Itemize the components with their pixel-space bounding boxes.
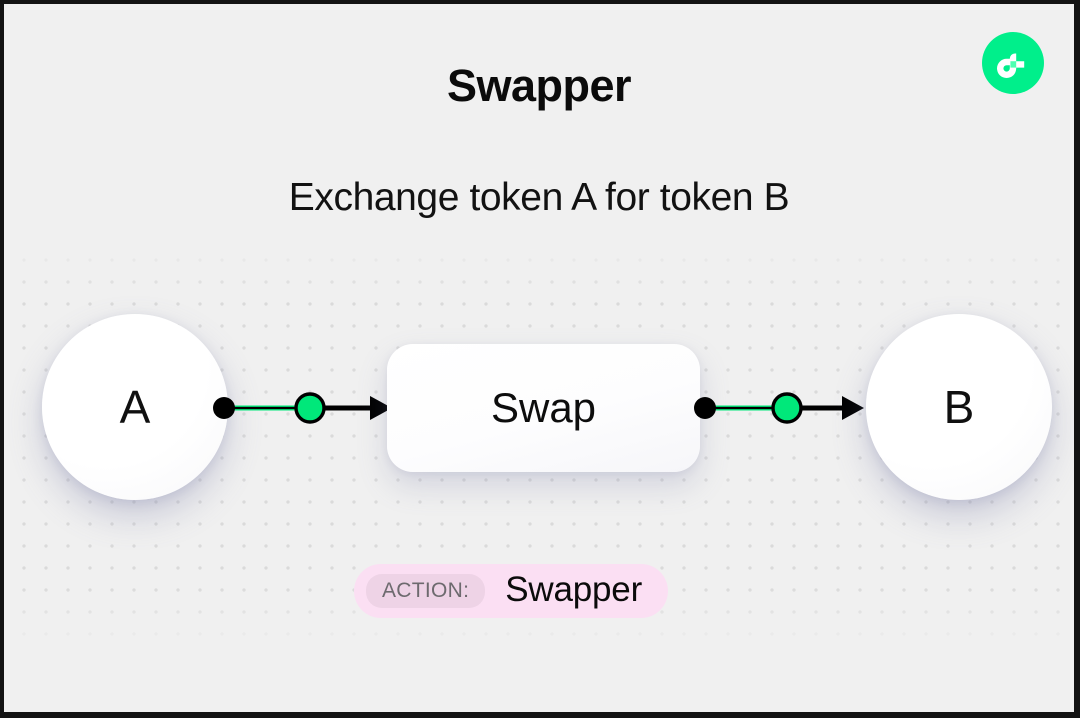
- edge-token-a-to-swap[interactable]: [210, 388, 392, 428]
- node-token-a-label: A: [119, 381, 151, 433]
- page-subtitle: Exchange token A for token B: [288, 176, 790, 219]
- action-value: Swapper: [505, 569, 643, 609]
- status-badge: ACTION: Swapper: [354, 564, 669, 618]
- node-swap[interactable]: Swap: [387, 344, 700, 472]
- flow-logo-icon: [982, 32, 1044, 94]
- node-swap-label: Swap: [490, 384, 597, 431]
- page-title: Swapper: [446, 60, 632, 111]
- edge-source-dot: [213, 397, 235, 419]
- node-token-b-label: B: [943, 381, 975, 433]
- action-label-chip: ACTION:: [366, 574, 486, 608]
- node-token-b[interactable]: B: [866, 314, 1052, 500]
- edge-arrowhead: [370, 396, 392, 420]
- node-token-a[interactable]: A: [42, 314, 228, 500]
- edge-swap-to-token-b[interactable]: [692, 388, 864, 428]
- edge-arrowhead: [842, 396, 864, 420]
- edge-midpoint-node: [294, 392, 326, 424]
- edge-midpoint-node: [771, 392, 803, 424]
- diagram-canvas: Swapper Exchange token A for token B A: [4, 4, 1074, 712]
- edge-source-dot: [694, 397, 716, 419]
